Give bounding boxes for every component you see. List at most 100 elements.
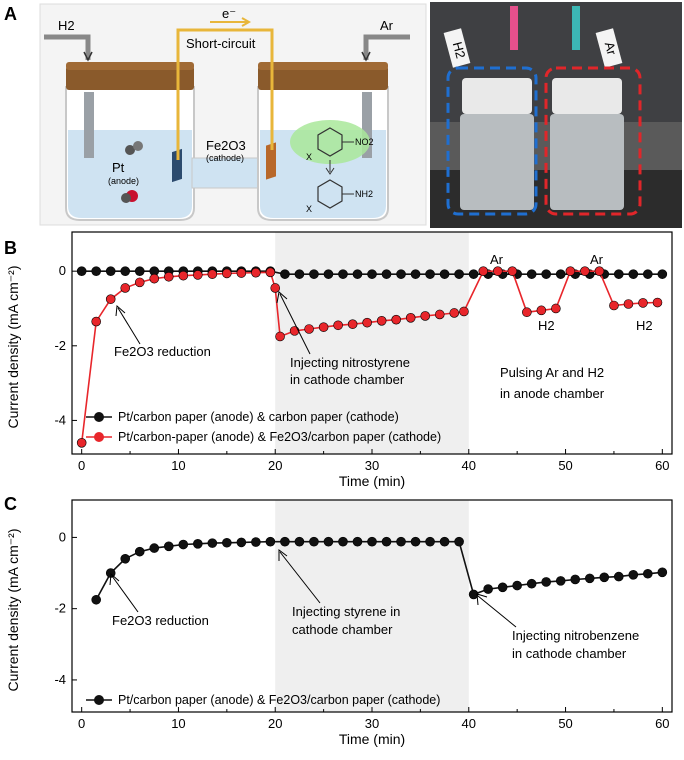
anode-cell: Pt (anode) bbox=[65, 62, 195, 221]
panel-a: A H2 Ar Pt (anode) bbox=[4, 2, 682, 228]
data-point bbox=[410, 269, 421, 279]
annotation-arrow bbox=[279, 551, 321, 604]
legend-label: Pt/carbon paper (anode) & Fe2O3/carbon p… bbox=[118, 693, 440, 707]
legend-marker bbox=[94, 695, 104, 705]
annotations: Fe2O3 reduction Injecting nitrostyrene i… bbox=[114, 252, 653, 401]
annotation-h2-2: H2 bbox=[636, 318, 653, 333]
data-point bbox=[396, 269, 406, 279]
y-tick-label: -2 bbox=[54, 338, 66, 353]
substituent-label-top: X bbox=[306, 152, 312, 162]
annotations: Fe2O3 reduction Injecting styrene in cat… bbox=[109, 549, 639, 661]
data-point bbox=[565, 266, 576, 276]
cathode-metal-label: Fe2O3 bbox=[206, 138, 246, 153]
data-point bbox=[265, 267, 276, 278]
data-point bbox=[478, 266, 489, 276]
x-tick-label: 40 bbox=[462, 716, 476, 731]
photo-jar-left bbox=[460, 114, 534, 210]
annotation-arrow bbox=[477, 595, 517, 628]
x-tick-label: 60 bbox=[655, 716, 669, 731]
data-point bbox=[178, 270, 189, 281]
data-point bbox=[522, 307, 532, 318]
x-tick-label: 30 bbox=[365, 716, 379, 731]
aniline-ring bbox=[317, 179, 343, 209]
data-point bbox=[323, 536, 334, 547]
x-tick-label: 0 bbox=[78, 716, 85, 731]
data-point bbox=[91, 594, 101, 605]
data-point bbox=[628, 269, 639, 279]
y-tick-label: 0 bbox=[59, 529, 66, 544]
data-point bbox=[425, 536, 435, 547]
y-tick-label: -4 bbox=[54, 672, 66, 687]
anode-gas-tube bbox=[84, 92, 94, 158]
annotation-h2-1: H2 bbox=[538, 318, 555, 333]
legend-marker bbox=[94, 412, 104, 422]
reactant-highlight bbox=[290, 120, 370, 164]
data-point bbox=[193, 270, 203, 280]
nitroarene-ring bbox=[317, 127, 343, 157]
data-point bbox=[149, 273, 160, 284]
data-point bbox=[91, 266, 101, 276]
x-axis-label: Time (min) bbox=[339, 731, 405, 747]
data-point bbox=[493, 266, 503, 276]
data-point bbox=[105, 266, 116, 276]
data-point bbox=[222, 268, 232, 279]
data-point bbox=[599, 572, 610, 583]
data-point bbox=[507, 266, 518, 276]
data-point bbox=[294, 269, 305, 279]
annotation-ar-2: Ar bbox=[590, 252, 604, 267]
data-point bbox=[376, 315, 387, 326]
data-point bbox=[536, 305, 547, 316]
annotation-arrow bbox=[279, 293, 311, 355]
data-point bbox=[643, 568, 653, 579]
data-point bbox=[449, 308, 460, 318]
legend: Pt/carbon paper (anode) & carbon paper (… bbox=[86, 410, 441, 444]
data-point bbox=[134, 277, 145, 288]
photo-label-left: H2 bbox=[450, 40, 469, 60]
data-point bbox=[207, 538, 218, 548]
data-point bbox=[584, 573, 595, 584]
x-axis-label: Time (min) bbox=[339, 473, 405, 489]
annotation-inject1-line2: cathode chamber bbox=[292, 622, 393, 637]
x-tick-label: 20 bbox=[268, 458, 282, 473]
y-axis-label: Current density (mA cm⁻²) bbox=[5, 266, 21, 429]
data-point bbox=[638, 298, 648, 308]
annotation-inject2-line1: Injecting nitrobenzene bbox=[512, 628, 639, 643]
data-point bbox=[76, 438, 87, 448]
cathode-gas-tube bbox=[362, 92, 372, 158]
data-point bbox=[425, 269, 435, 279]
data-point bbox=[352, 536, 363, 547]
data-point bbox=[367, 269, 377, 279]
data-point bbox=[541, 269, 551, 279]
data-point bbox=[594, 266, 605, 276]
data-point bbox=[280, 269, 290, 279]
data-point bbox=[134, 266, 145, 276]
annotation-inject-line2: in cathode chamber bbox=[290, 372, 405, 387]
cathode-note: (cathode) bbox=[206, 153, 244, 163]
cathode-lid bbox=[258, 66, 388, 90]
data-point bbox=[652, 297, 663, 308]
data-point bbox=[163, 541, 174, 552]
annotation-inject-line1: Injecting nitrostyrene bbox=[290, 355, 410, 370]
gas-label-right: Ar bbox=[380, 18, 394, 33]
y-tick-label: 0 bbox=[59, 263, 66, 278]
annotation-arrow bbox=[111, 575, 139, 613]
data-point bbox=[309, 269, 319, 279]
anode-note: (anode) bbox=[108, 176, 139, 186]
data-point bbox=[289, 326, 300, 336]
data-point bbox=[367, 536, 377, 547]
data-point bbox=[120, 283, 131, 293]
data-point bbox=[410, 536, 421, 547]
data-point bbox=[338, 269, 348, 279]
panel-b-label: B bbox=[4, 238, 17, 258]
electron-label: e⁻ bbox=[222, 6, 236, 21]
data-point bbox=[178, 539, 189, 550]
annotation-inject1-line1: Injecting styrene in bbox=[292, 604, 400, 619]
data-point bbox=[439, 269, 450, 279]
gas-label-left: H2 bbox=[58, 18, 75, 33]
x-tick-label: 50 bbox=[558, 458, 572, 473]
plot-frame bbox=[71, 231, 673, 455]
data-point bbox=[483, 584, 493, 594]
data-point bbox=[352, 269, 363, 279]
data-point bbox=[338, 536, 348, 547]
